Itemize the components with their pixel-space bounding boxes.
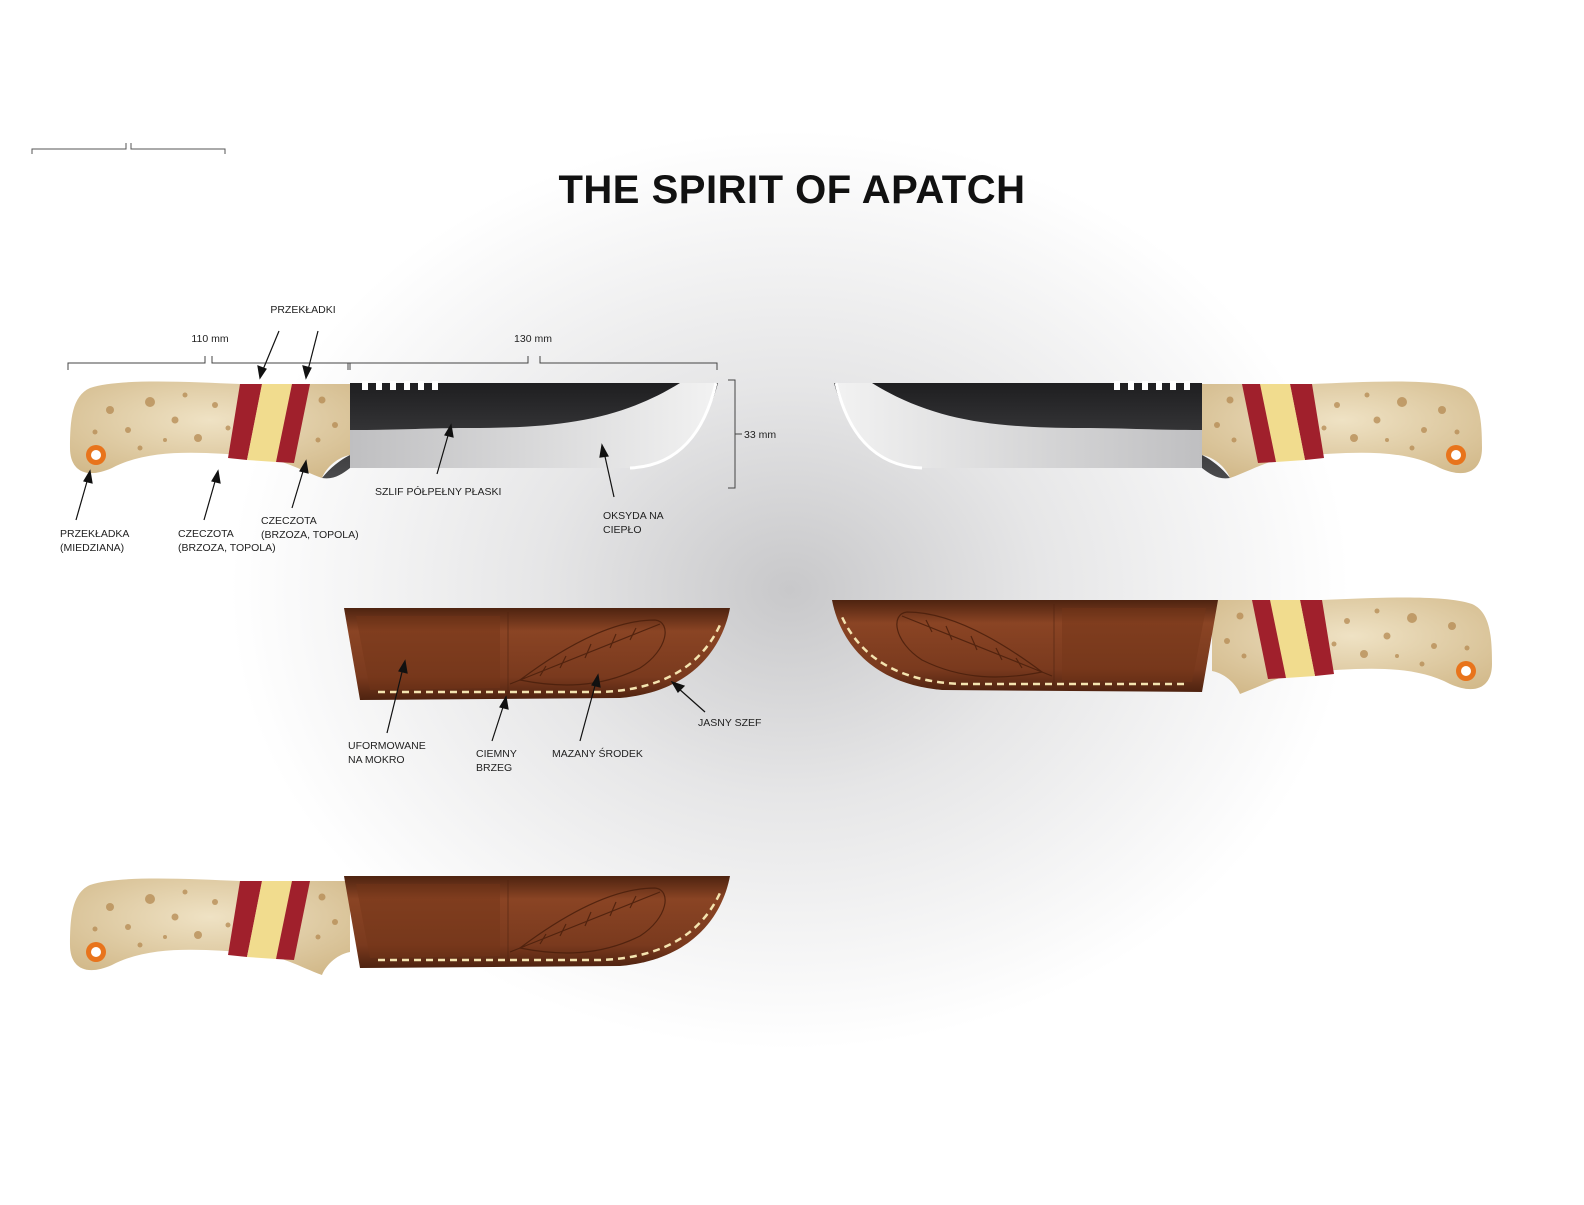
copper-spacer-label-2: (MIEDZIANA) [60,542,124,554]
wet-formed-label-2: NA MOKRO [348,754,405,766]
callout-arrows-sheath [386,659,706,742]
background-glow [230,130,1350,1050]
smeared-center-label: MAZANY ŚRODEK [552,747,643,760]
oxide-label-2: CIEPŁO [603,524,642,536]
dimension-brackets [67,356,742,489]
page-title: THE SPIRIT OF APATCH [558,168,1026,212]
dark-edge-label-2: BRZEG [476,762,512,774]
spacers-label: PRZEKŁADKI [270,304,335,316]
scale-bar [31,143,226,154]
knife-blade [320,379,720,480]
callout-arrows-knife [75,330,615,521]
oxide-label-1: OKSYDA NA [603,510,664,522]
burl-label-2-line-2: (BRZOZA, TOPOLA) [261,529,359,541]
blade-length-label: 130 mm [514,333,552,345]
light-stitch-label: JASNY SZEF [698,717,761,729]
burl-label-1-line-1: CZECZOTA [178,528,234,540]
dark-edge-label-1: CIEMNY [476,748,517,760]
copper-spacer-label-1: PRZEKŁADKA [60,528,129,540]
handle-length-label: 110 mm [191,333,228,345]
burl-label-1-line-2: (BRZOZA, TOPOLA) [178,542,276,554]
burl-label-2-line-1: CZECZOTA [261,515,317,527]
blade-height-label: 33 mm [744,429,776,441]
grind-label: SZLIF PÓŁPEŁNY PŁASKI [375,485,501,498]
knife-blade [832,379,1232,480]
wet-formed-label-1: UFORMOWANE [348,740,426,752]
